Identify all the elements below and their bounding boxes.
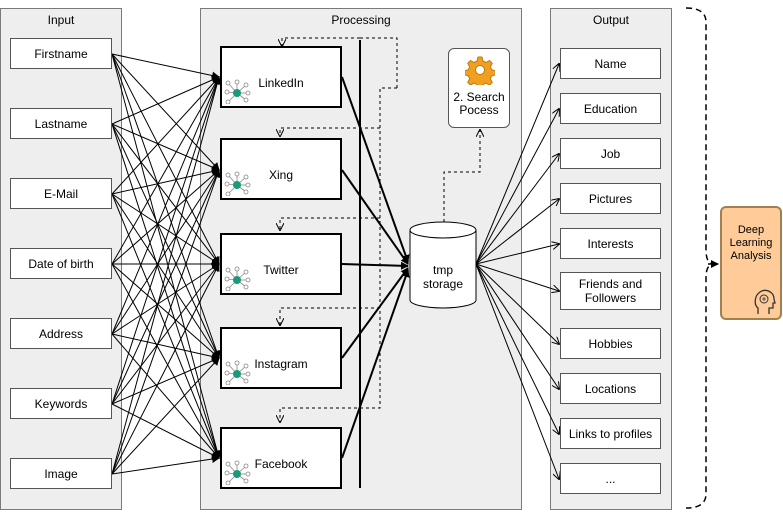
storage-label-line1: tmp xyxy=(432,263,453,277)
output-pictures: Pictures xyxy=(560,183,661,214)
deep-learning-analysis-box: Deep Learning Analysis xyxy=(720,206,782,320)
network-xing-label: Xing xyxy=(268,168,294,182)
input-image: Image xyxy=(10,458,112,489)
output-job: Job xyxy=(560,138,661,169)
network-twitter-label: Twitter xyxy=(263,263,299,277)
input-to-network-connector xyxy=(111,169,221,475)
network-to-storage-connector xyxy=(341,267,409,359)
input-to-network-connector xyxy=(111,263,220,459)
output-interests: Interests xyxy=(560,228,661,259)
brain-head-icon xyxy=(754,289,776,314)
input-keywords: Keywords xyxy=(10,388,112,419)
dl-label-line3: Analysis xyxy=(730,250,772,262)
storage-to-output-connector xyxy=(475,154,559,265)
input-email: E-Mail xyxy=(10,178,112,209)
output-hobbies: Hobbies xyxy=(560,328,661,359)
input-to-network-connector xyxy=(111,76,222,475)
input-panel-title: Input xyxy=(47,13,75,27)
input-to-network-connector xyxy=(111,76,220,125)
output-links-to-profiles: Links to profiles xyxy=(560,418,661,449)
output-friends-and-followers: Friends and Followers xyxy=(560,272,661,310)
dl-label-line1: Deep xyxy=(737,224,765,236)
network-to-storage-connector xyxy=(341,269,410,459)
input-to-network-connector xyxy=(111,263,220,335)
input-address: Address xyxy=(10,318,112,349)
network-linkedin: LinkedIn xyxy=(220,46,342,108)
dl-label-line2: Learning xyxy=(729,237,773,249)
input-to-network-connector xyxy=(111,357,220,405)
network-instagram: Instagram xyxy=(220,327,342,389)
input-to-network-connector xyxy=(111,263,220,405)
network-xing: Xing xyxy=(220,138,342,200)
network-facebook: Facebook xyxy=(220,427,342,489)
input-to-network-connector xyxy=(111,76,220,265)
tmp-storage-cylinder xyxy=(409,221,477,309)
input-to-network-connector xyxy=(111,53,220,265)
output-locations: Locations xyxy=(560,373,661,404)
input-to-network-connector xyxy=(111,193,220,265)
neural-node-icon xyxy=(224,79,251,104)
input-to-network-connector xyxy=(111,53,220,80)
storage-to-output-connector xyxy=(475,263,559,434)
network-to-storage-connector xyxy=(341,76,410,263)
search-label-line1: 2. Search xyxy=(453,90,505,104)
search-process-box: 2. Search Pocess xyxy=(448,48,510,128)
search-label-line2: Pocess xyxy=(459,103,499,117)
storage-to-output-connector xyxy=(475,263,559,389)
input-firstname: Firstname xyxy=(10,38,112,69)
processing-panel-title: Processing xyxy=(331,13,391,27)
network-linkedin-label: LinkedIn xyxy=(258,76,304,90)
input-to-network-connector xyxy=(111,53,222,459)
input-lastname: Lastname xyxy=(10,108,112,139)
output-education: Education xyxy=(560,93,661,124)
storage-to-output-connector xyxy=(475,244,559,265)
neural-node-icon xyxy=(224,360,251,385)
input-to-network-connector xyxy=(111,263,220,475)
input-to-network-connector xyxy=(111,357,220,475)
network-to-storage-connector xyxy=(341,261,409,270)
input-to-network-connector xyxy=(111,123,220,171)
input-to-network-connector xyxy=(111,333,220,459)
storage-to-output-connector xyxy=(475,199,559,265)
input-to-network-connector xyxy=(111,455,220,475)
input-to-network-connector xyxy=(111,123,221,459)
output-bracket xyxy=(685,7,715,509)
input-to-network-connector xyxy=(111,169,220,335)
output-more: ... xyxy=(560,463,661,494)
network-to-storage-connector xyxy=(341,169,409,265)
neural-node-icon xyxy=(224,266,251,291)
input-to-network-connector xyxy=(111,169,220,405)
dashed-feedback-paths xyxy=(280,37,480,422)
storage-label-line2: storage xyxy=(422,277,464,291)
input-to-network-connector xyxy=(111,193,221,459)
input-to-network-connector xyxy=(111,169,220,265)
gear-icon xyxy=(465,56,495,85)
output-panel-title: Output xyxy=(592,13,630,27)
storage-to-output-connector xyxy=(475,263,559,479)
input-to-network-connector xyxy=(111,76,221,335)
input-to-network-connector xyxy=(111,123,220,265)
input-to-network-connector xyxy=(111,403,220,459)
storage-to-output-connector xyxy=(475,109,559,265)
neural-node-icon xyxy=(224,460,251,485)
input-to-network-connector xyxy=(111,263,220,359)
storage-to-output-connector xyxy=(475,263,559,344)
input-to-network-connector xyxy=(111,167,220,195)
network-twitter: Twitter xyxy=(220,233,342,295)
input-date-of-birth: Date of birth xyxy=(10,248,112,279)
storage-to-output-connector xyxy=(475,263,559,291)
tmp-storage-label: tmp storage xyxy=(410,263,476,291)
network-instagram-label: Instagram xyxy=(254,357,308,371)
input-to-network-connector xyxy=(111,76,221,405)
neural-node-icon xyxy=(224,171,251,196)
output-name: Name xyxy=(560,48,661,79)
storage-to-output-connector xyxy=(475,64,559,265)
input-to-network-connector xyxy=(111,53,220,171)
input-to-network-connector xyxy=(111,76,220,195)
input-to-network-connector xyxy=(111,333,220,361)
network-facebook-label: Facebook xyxy=(254,457,308,471)
